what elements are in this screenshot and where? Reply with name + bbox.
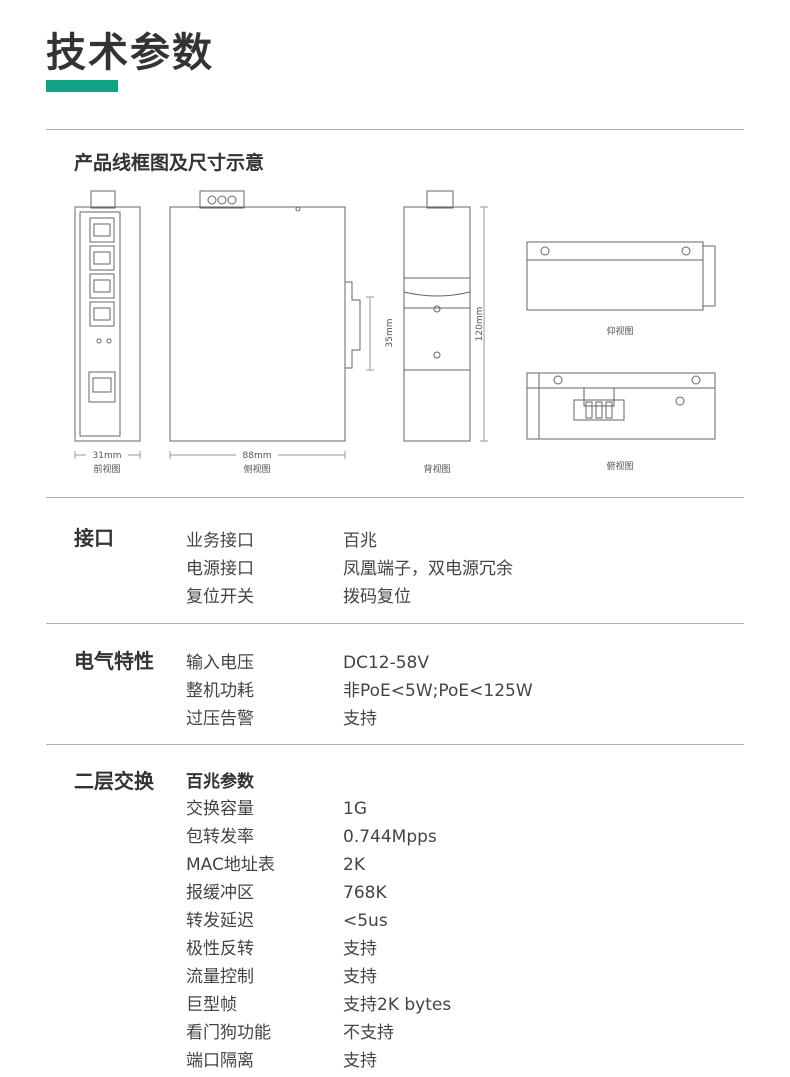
divider [46,129,744,130]
page-title: 技术参数 [46,30,214,76]
spec-row: 端口隔离支持 [186,1051,377,1071]
spec-row: 整机功耗非PoE<5W;PoE<125W [186,681,533,701]
front-view-caption: 前视图 [93,463,120,475]
divider [46,623,744,624]
spec-row: 转发延迟<5us [186,911,388,931]
back-view-caption: 背视图 [423,463,450,475]
product-wireframe-diagram: 31mm 前视图 35mm 88mm 侧视图 120mm 背视图 [74,190,716,475]
title-accent-bar [46,80,118,92]
spec-row: 巨型帧支持2K bytes [186,995,452,1015]
divider [46,744,744,745]
front-dim-label: 31mm [93,451,122,461]
front-view [74,190,141,459]
section-title-electrical: 电气特性 [74,649,154,673]
spec-row: 流量控制支持 [186,967,377,987]
side-dim-label: 88mm [243,451,272,461]
section-title-layer2: 二层交换 [74,769,154,793]
bottom-view [526,372,716,440]
back-dim-label: 120mm [475,307,485,342]
spec-row: 复位开关拨码复位 [186,587,411,607]
spec-row: 电源接口凤凰端子，双电源冗余 [186,559,513,579]
spec-row: 看门狗功能不支持 [186,1023,394,1043]
rail-dim-label: 35mm [385,319,395,348]
section-subheading: 百兆参数 [186,772,254,792]
side-view [169,190,374,459]
side-view-caption: 侧视图 [243,463,270,475]
top-view-caption: 仰视图 [606,325,633,337]
top-view [526,241,716,311]
divider [46,497,744,498]
spec-row: 业务接口百兆 [186,531,377,551]
back-view [403,190,488,442]
spec-row: 极性反转支持 [186,939,377,959]
bottom-view-caption: 俯视图 [606,460,633,472]
section-title-interface: 接口 [74,526,114,550]
diagram-heading: 产品线框图及尺寸示意 [74,152,265,174]
spec-row: 过压告警支持 [186,709,377,729]
